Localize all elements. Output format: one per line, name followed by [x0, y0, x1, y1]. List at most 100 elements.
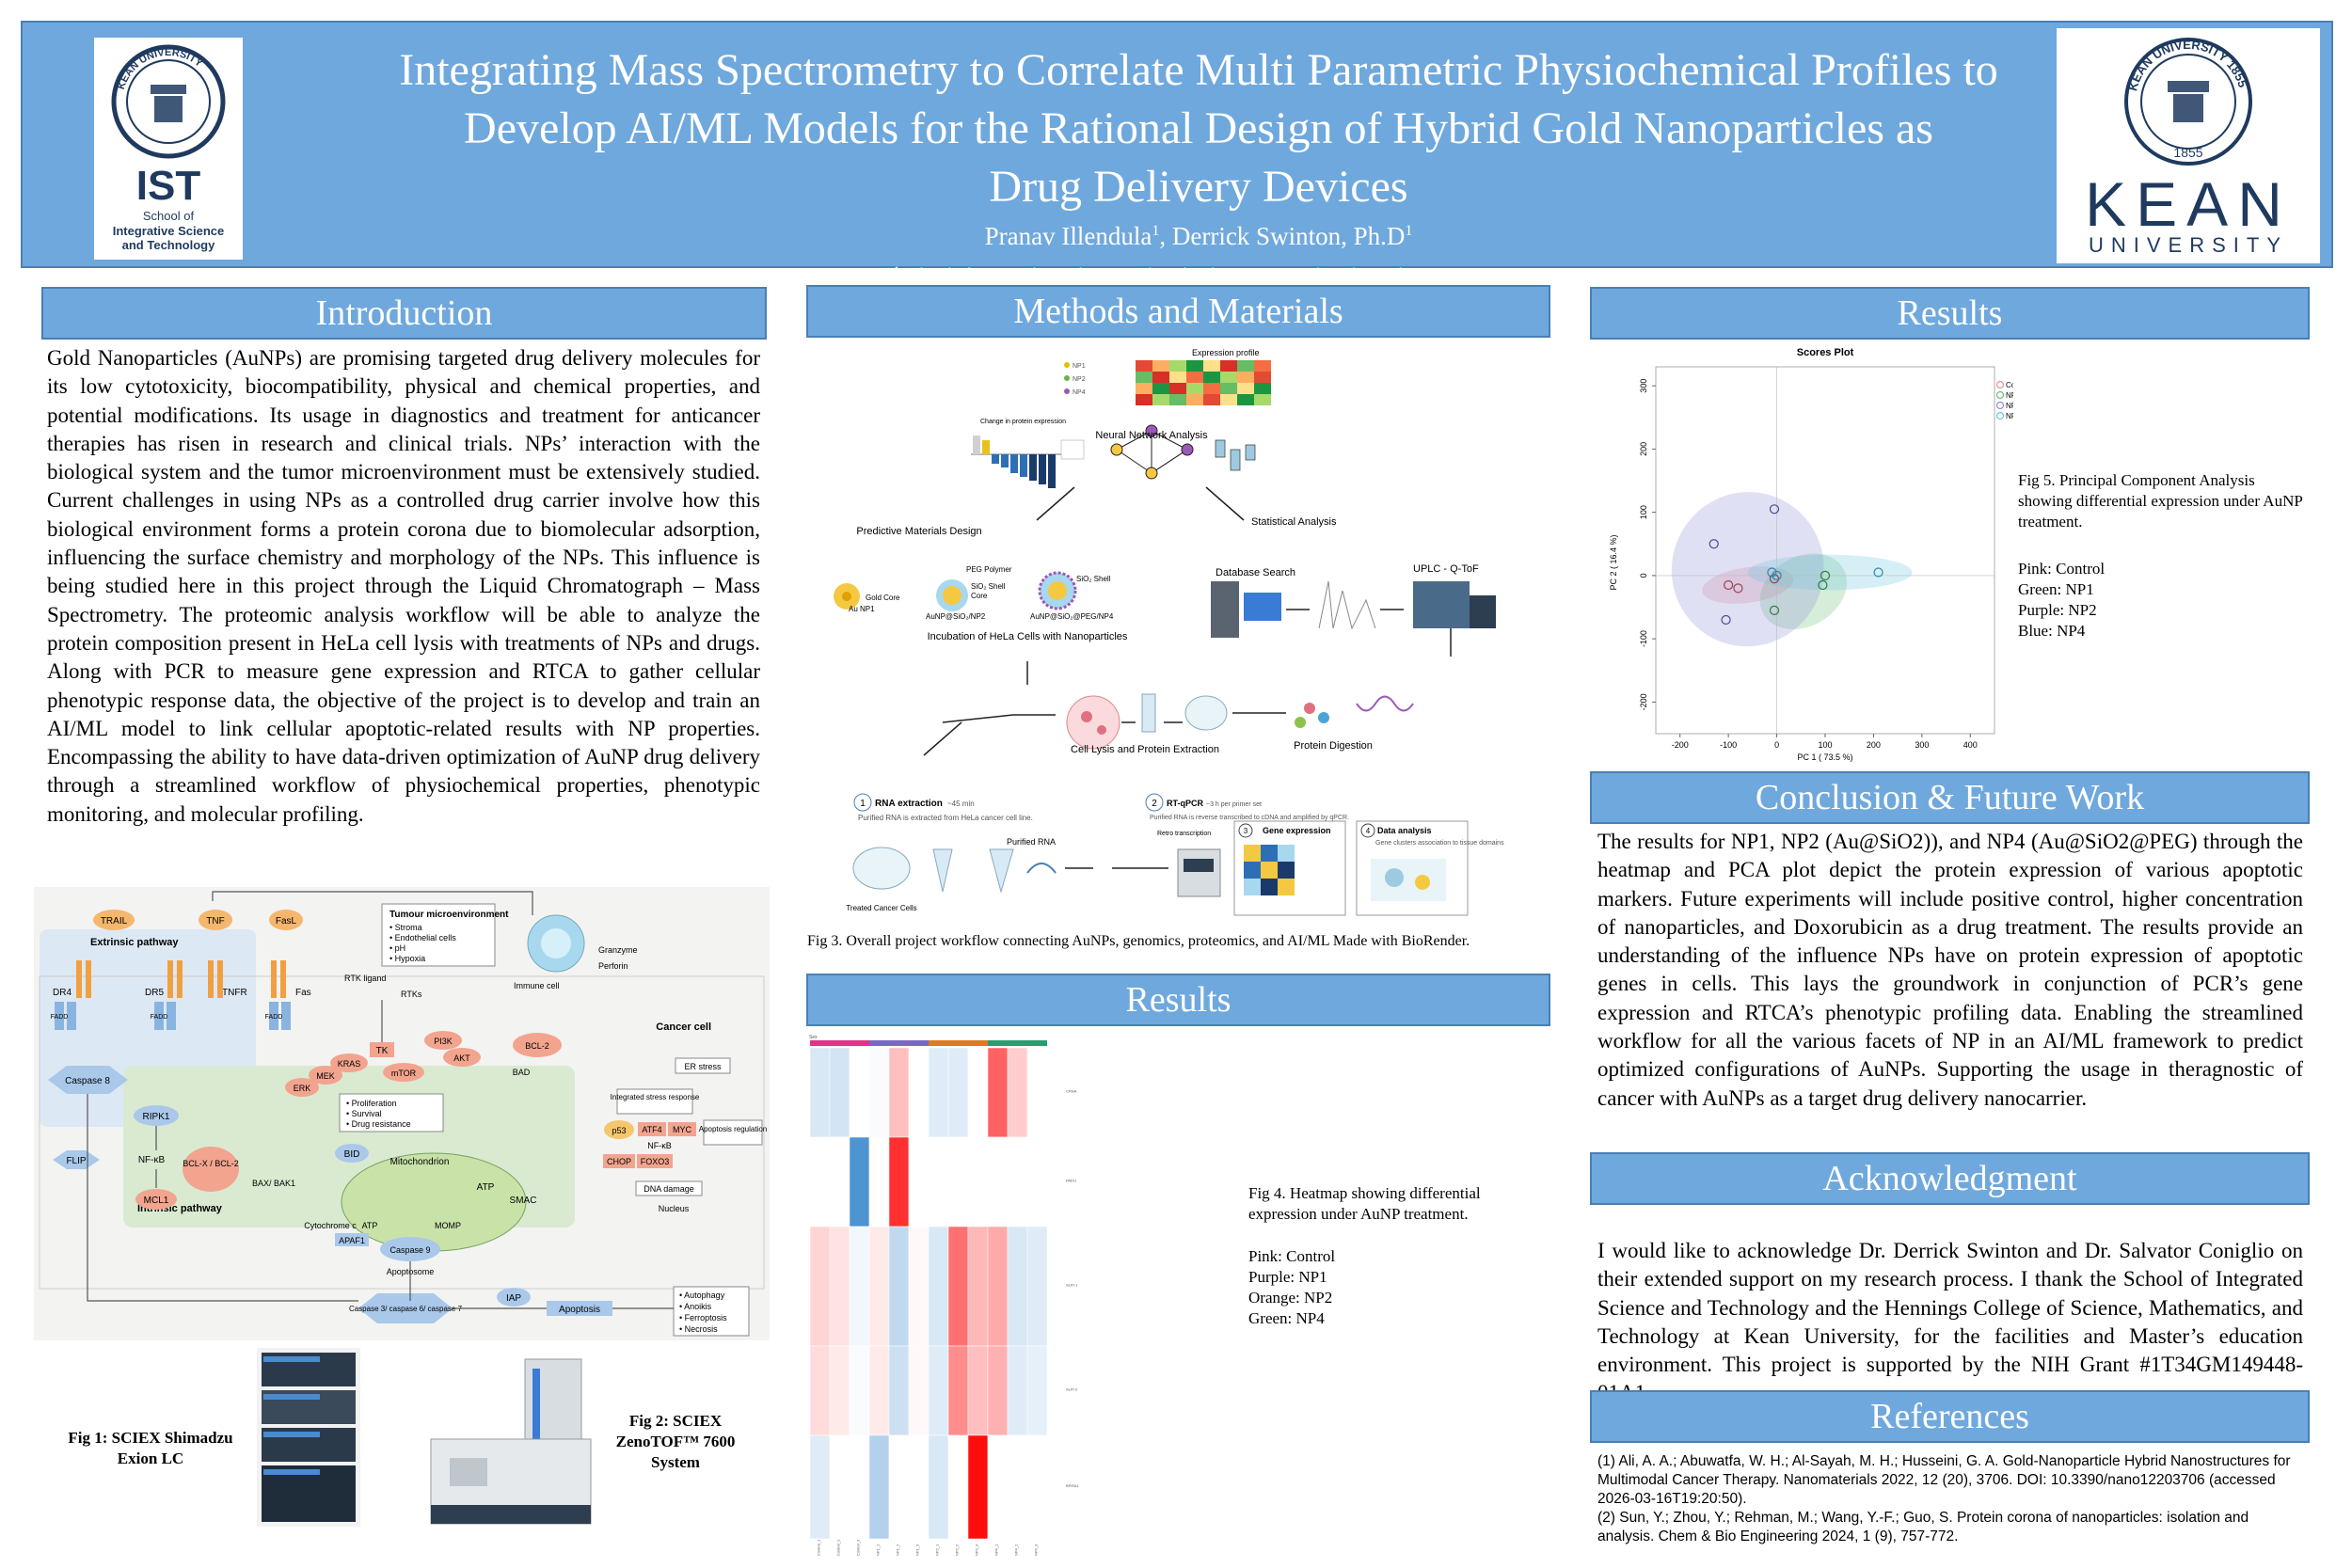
heatmap-cell	[868, 1434, 890, 1540]
node-p53: p53	[604, 1120, 634, 1139]
heatmap-row-label: SLPI-1	[1066, 1283, 1078, 1288]
title-line-3: Drug Delivery Devices	[989, 162, 1408, 212]
heatmap-cell	[868, 1226, 890, 1347]
svg-text:MCL1: MCL1	[144, 1196, 169, 1206]
svg-text:RIPK1: RIPK1	[143, 1112, 170, 1122]
affiliation-sup: 1	[894, 265, 900, 277]
fig1-caption: Fig 1: SCIEX Shimadzu Exion LC	[68, 1429, 233, 1467]
svg-text:1: 1	[860, 799, 866, 809]
node-mitochondrion: Mitochondrion	[341, 1152, 527, 1252]
node-atf4: ATF4	[638, 1122, 666, 1136]
ligand-tnf: TNF	[199, 910, 232, 930]
svg-text:4: 4	[1366, 827, 1371, 835]
pca-legend-marker	[1995, 411, 2005, 420]
fig5-legend-item: Blue: NP4	[2018, 622, 2086, 640]
heatmap-col-label: NP4_2	[1014, 1544, 1019, 1556]
svg-text:Apoptosis: Apoptosis	[559, 1305, 600, 1315]
uplc-instrument-icon	[1413, 581, 1496, 628]
title-line-1: Integrating Mass Spectrometry to Correla…	[399, 45, 1998, 95]
pca-legend-label: NP1	[2006, 391, 2013, 400]
fig4-legend-item: Purple: NP1	[1248, 1268, 1327, 1286]
node-foxo3: FOXO3	[637, 1154, 673, 1168]
svg-text:BAD: BAD	[513, 1068, 531, 1077]
legend-np2: NP2	[1073, 376, 1086, 383]
boxplot-icon	[1215, 439, 1256, 471]
heatmap-cell	[967, 1434, 989, 1540]
heatmap-cell	[967, 1136, 989, 1227]
pca-xtick-label: -100	[1720, 740, 1737, 750]
methods-heading: Methods and Materials	[806, 285, 1550, 338]
svg-text:Integrated stress response: Integrated stress response	[611, 1093, 700, 1101]
legend-np4: NP4	[1073, 389, 1086, 396]
node-er-stress: ER stress	[675, 1057, 731, 1074]
rna-tubes-icon	[852, 847, 1057, 894]
heatmap-cell	[1026, 1434, 1048, 1540]
heatmap-cell	[1007, 1434, 1028, 1540]
svg-text:NF-κB: NF-κB	[138, 1155, 166, 1165]
pca-legend-label: NP2	[2006, 402, 2013, 410]
spectra-icon	[1318, 580, 1376, 630]
svg-text:p53: p53	[612, 1126, 626, 1135]
heatmap-cell	[829, 1345, 850, 1436]
heatmap-cell	[987, 1226, 1009, 1347]
node-atp1: ATP	[477, 1182, 495, 1193]
neural-network-label: Neural Network Analysis	[1095, 430, 1208, 441]
peg-label: PEG Polymer	[966, 565, 1012, 574]
svg-text:CHOP: CHOP	[607, 1157, 631, 1166]
pca-scores-plot: Scores Plot PC 1 ( 73.5 %) PC 2 ( 16.4 %…	[1599, 339, 2030, 771]
workflow-diagram: Expression profile NP1 NP2 NP4 Change in…	[811, 346, 1549, 929]
heatmap-cell	[849, 1047, 870, 1138]
pca-legend-label: Control	[2006, 381, 2013, 389]
database-search-label: Database Search	[1216, 567, 1295, 578]
heatmap-col-label: NP2_1	[935, 1544, 940, 1556]
conclusion-heading: Conclusion & Future Work	[1590, 771, 2310, 824]
author-1-sup: 1	[1152, 223, 1160, 239]
node-caspase8: Caspase 8	[48, 1066, 128, 1094]
heatmap-cell	[809, 1434, 831, 1540]
svg-text:TK: TK	[376, 1046, 389, 1056]
kean-wordmark: KEAN	[2085, 169, 2292, 239]
heatmap-cell	[868, 1345, 890, 1436]
mini-heatmap	[1136, 360, 1271, 405]
node-mcl1: MCL1	[135, 1189, 177, 1210]
apoptosis-pathway-diagram: Extrinsic pathway Intrinsic pathway Canc…	[34, 887, 770, 1340]
pca-ytick-label: 0	[1639, 573, 1648, 578]
svg-text:ER stress: ER stress	[684, 1062, 722, 1071]
node-mek: MEK	[309, 1066, 342, 1085]
heatmap-group-bar	[810, 1040, 869, 1046]
receptor-tnfr: TNFR	[222, 988, 247, 998]
fig3-caption-text: Fig 3. Overall project workflow connecti…	[807, 933, 1470, 949]
heatmap-cell	[928, 1047, 949, 1138]
heatmap-group-legend-label: Sex	[809, 1035, 818, 1040]
node-isr: Integrated stress response	[611, 1088, 700, 1115]
node-nfkb2: NF-κB	[647, 1141, 672, 1150]
node-apaf1: APAF1	[335, 1233, 369, 1246]
pca-legend-label: NP4	[2006, 412, 2013, 420]
university-wordmark: UNIVERSITY	[2089, 233, 2288, 257]
pca-xtick-label: 100	[1818, 740, 1832, 750]
title-line-2: Develop AI/ML Models for the Rational De…	[464, 103, 1933, 153]
heatmap-cell	[987, 1434, 1009, 1540]
tumour-item: • pH	[389, 943, 405, 953]
heatmap-cell	[888, 1226, 910, 1347]
node-ripk1: RIPK1	[134, 1105, 179, 1126]
node-caspase3: Caspase 3/ caspase 6/ caspase 7	[349, 1293, 463, 1323]
nanoparticle-np2	[936, 579, 968, 611]
outcome-item: • Necrosis	[679, 1324, 718, 1334]
pca-point-np2	[1769, 504, 1780, 515]
svg-text:ATP: ATP	[362, 1221, 378, 1230]
author-separator: ,	[1159, 222, 1172, 250]
cell-lysis-icon	[1066, 695, 1120, 750]
svg-text:SMAC: SMAC	[510, 1196, 537, 1206]
svg-text:BID: BID	[344, 1149, 360, 1160]
heatmap-cell	[928, 1345, 949, 1436]
outcome-item: • Anoikis	[679, 1302, 712, 1311]
heatmap-cell	[908, 1136, 930, 1227]
fadd-label: FADD	[151, 1014, 168, 1021]
dish-icon	[1184, 695, 1228, 731]
authors: Pranav Illendula1, Derrick Swinton, Ph.D…	[295, 222, 2102, 251]
pca-xtick-label: 200	[1867, 740, 1881, 750]
author-1: Pranav Illendula	[984, 222, 1152, 250]
svg-text:MEK: MEK	[316, 1071, 335, 1081]
